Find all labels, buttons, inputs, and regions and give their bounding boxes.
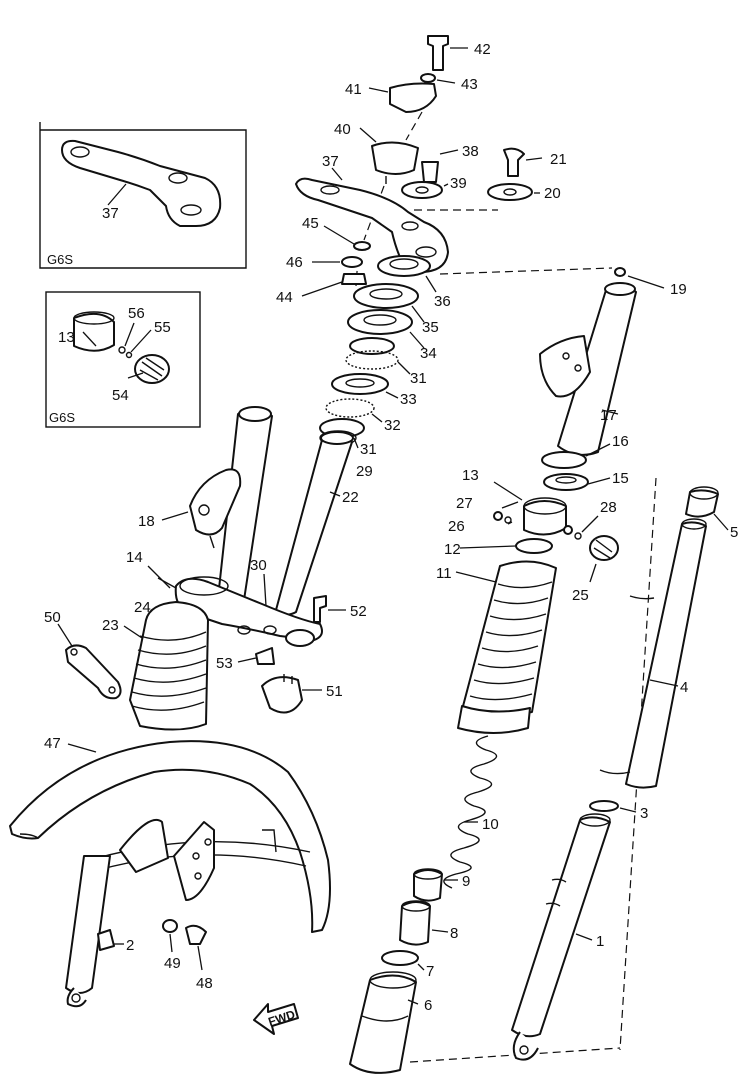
callout-20: 20 [544,185,561,202]
callout-41: 41 [345,81,362,98]
bellows-left [129,601,209,731]
center-fork-exploded [349,267,665,1074]
callout-53: 53 [216,655,233,672]
callout-3: 3 [640,805,648,822]
callout-17: 17 [600,407,617,424]
callout-44: 44 [276,289,293,306]
callout-11: 11 [436,565,452,582]
callout-18: 18 [138,513,155,530]
callout-45: 45 [302,215,319,232]
callout-25: 25 [572,587,589,604]
callout-21: 21 [550,151,567,168]
top-assembly [295,35,613,297]
callout-16: 16 [612,433,629,450]
callout-6: 6 [424,997,432,1014]
callout-13-inset: 13 [58,329,75,346]
callout-46: 46 [286,254,303,271]
callout-48: 48 [196,975,213,992]
callout-36: 36 [434,293,451,310]
callout-12: 12 [444,541,461,558]
callout-23: 23 [102,617,119,634]
cap-36 [377,255,431,277]
fwd-arrow: FWD [253,1003,299,1035]
callout-2: 2 [126,937,134,954]
callout-27: 27 [456,495,473,512]
callout-52: 52 [350,603,367,620]
inset-model-label: G6S [47,252,73,267]
callout-26: 26 [448,518,465,535]
ring-13-inset [73,312,115,352]
callout-31b: 31 [360,441,377,458]
callout-40: 40 [334,121,351,138]
callout-32: 32 [384,417,401,434]
callout-13: 13 [462,467,479,484]
callout-24: 24 [134,599,151,616]
callout-29: 29 [356,463,373,480]
callout-31a: 31 [410,370,427,387]
inset-bracket-g6s: G6S [39,122,247,269]
callout-49: 49 [164,955,181,972]
callout-56: 56 [128,305,145,322]
callout-37: 37 [322,153,339,170]
callout-35: 35 [422,319,439,336]
callout-38: 38 [462,143,479,160]
callout-5: 5 [730,524,738,541]
bracket-37-inset [61,139,222,227]
callout-37-inset: 37 [102,205,119,222]
callout-1: 1 [596,933,604,950]
callout-22: 22 [342,489,359,506]
inset-headlight-g6s: G6S [45,291,201,428]
front-fender [9,740,331,933]
bearing-stack [319,255,437,449]
callout-28: 28 [600,499,617,516]
callout-19: 19 [670,281,687,298]
spring-10 [443,735,498,889]
callout-43: 43 [461,76,478,93]
callout-54: 54 [112,387,129,404]
callout-33: 33 [400,391,417,408]
callout-10: 10 [482,816,499,833]
left-fork-assembled [9,406,354,1008]
callout-4: 4 [680,679,688,696]
top-bracket-37 [295,177,449,273]
inset-model-label-2: G6S [49,410,75,425]
callout-47: 47 [44,735,61,752]
callout-9: 9 [462,873,470,890]
callout-39: 39 [450,175,467,192]
callout-8: 8 [450,925,458,942]
callout-15: 15 [612,470,629,487]
callout-30: 30 [250,557,267,574]
callout-55: 55 [154,319,171,336]
callout-34: 34 [420,345,437,362]
callout-50: 50 [44,609,61,626]
callout-42: 42 [474,41,491,58]
callout-51: 51 [326,683,343,700]
callout-14: 14 [126,549,143,566]
callout-labels: 42 43 41 40 38 21 37 39 20 37 45 46 19 4… [44,41,738,1014]
callout-7: 7 [426,963,434,980]
right-fork-exploded [511,486,729,1061]
